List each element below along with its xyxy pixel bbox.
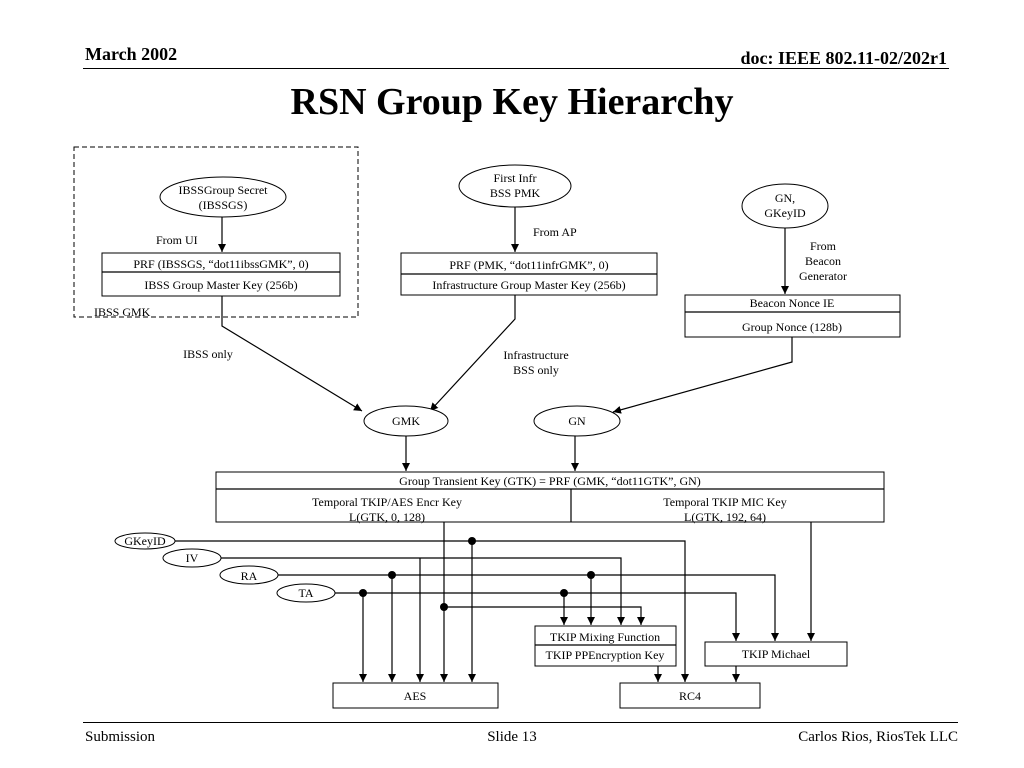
ibss-prf-text: PRF (IBSSGS, “dot11ibssGMK”, 0)	[133, 257, 308, 271]
ibss-group-secret-node	[159, 176, 287, 218]
rc4-text: RC4	[679, 689, 701, 703]
ibss-gmk-group-label: IBSS GMK	[94, 305, 151, 319]
ibss-secret-line2: (IBSSGS)	[199, 198, 248, 212]
ibss-secret-line1: IBSSGroup Secret	[179, 183, 269, 197]
ibss-only-label: IBSS only	[183, 347, 233, 361]
beacon-from-line3: Generator	[799, 269, 847, 283]
footer-author: Carlos Rios, RiosTek LLC	[798, 729, 958, 745]
infra-pmk-line2: BSS PMK	[490, 186, 541, 200]
gmk-node-label: GMK	[392, 414, 420, 428]
beacon-from-line1: From	[810, 239, 837, 253]
ibss-from-ui-label: From UI	[156, 233, 198, 247]
footer-divider	[83, 722, 958, 723]
tkip-mixing-box	[534, 625, 677, 667]
gtk-header-text: Group Transient Key (GTK) = PRF (GMK, “d…	[399, 474, 701, 488]
aes-box	[332, 682, 499, 709]
infra-from-ap-label: From AP	[533, 225, 577, 239]
tkip-mixing-text: TKIP Mixing Function	[550, 630, 660, 644]
aes-text: AES	[404, 689, 427, 703]
infra-only-line2: BSS only	[513, 363, 559, 377]
mic-key-line1: Temporal TKIP MIC Key	[663, 495, 786, 509]
gtk-box	[215, 471, 885, 523]
gkeyid-input-label: GKeyID	[124, 534, 166, 548]
beacon-gn-line1: GN,	[775, 191, 795, 205]
gn-node-label: GN	[568, 414, 586, 428]
ta-input-label: TA	[298, 586, 313, 600]
ibss-gmk-text: IBSS Group Master Key (256b)	[144, 278, 297, 292]
mic-key-line2: L(GTK, 192, 64)	[684, 510, 766, 524]
infra-only-line1: Infrastructure	[503, 348, 568, 362]
header-divider	[83, 68, 949, 69]
ibss-gmk-group-frame	[73, 146, 359, 318]
encr-key-line1: Temporal TKIP/AES Encr Key	[312, 495, 462, 509]
ibss-prf-box	[101, 252, 341, 297]
beacon-nonce-box	[684, 294, 901, 338]
iv-input-label: IV	[186, 551, 199, 565]
tkip-michael-box	[704, 641, 848, 667]
header-doc-id: doc: IEEE 802.11-02/202r1	[740, 48, 947, 68]
rc4-box	[619, 682, 761, 709]
infra-pmk-line1: First Infr	[494, 171, 537, 185]
header-date: March 2002	[85, 44, 178, 64]
footer-slide-number: Slide 13	[487, 729, 537, 745]
ra-input-label: RA	[241, 569, 258, 583]
tkip-michael-text: TKIP Michael	[742, 647, 811, 661]
gn-node	[533, 405, 621, 437]
infra-prf-text: PRF (PMK, “dot11infrGMK”, 0)	[449, 258, 608, 272]
tkip-ppencryption-text: TKIP PPEncryption Key	[546, 648, 665, 662]
infra-gmk-text: Infrastructure Group Master Key (256b)	[432, 278, 625, 292]
footer-submission: Submission	[85, 729, 156, 745]
beacon-nonce-ie-text: Beacon Nonce IE	[750, 296, 835, 310]
beacon-gn-line2: GKeyID	[764, 206, 806, 220]
beacon-from-line2: Beacon	[805, 254, 841, 268]
slide-title: RSN Group Key Hierarchy	[290, 81, 734, 123]
encr-key-line2: L(GTK, 0, 128)	[349, 510, 425, 524]
group-nonce-text: Group Nonce (128b)	[742, 320, 842, 334]
